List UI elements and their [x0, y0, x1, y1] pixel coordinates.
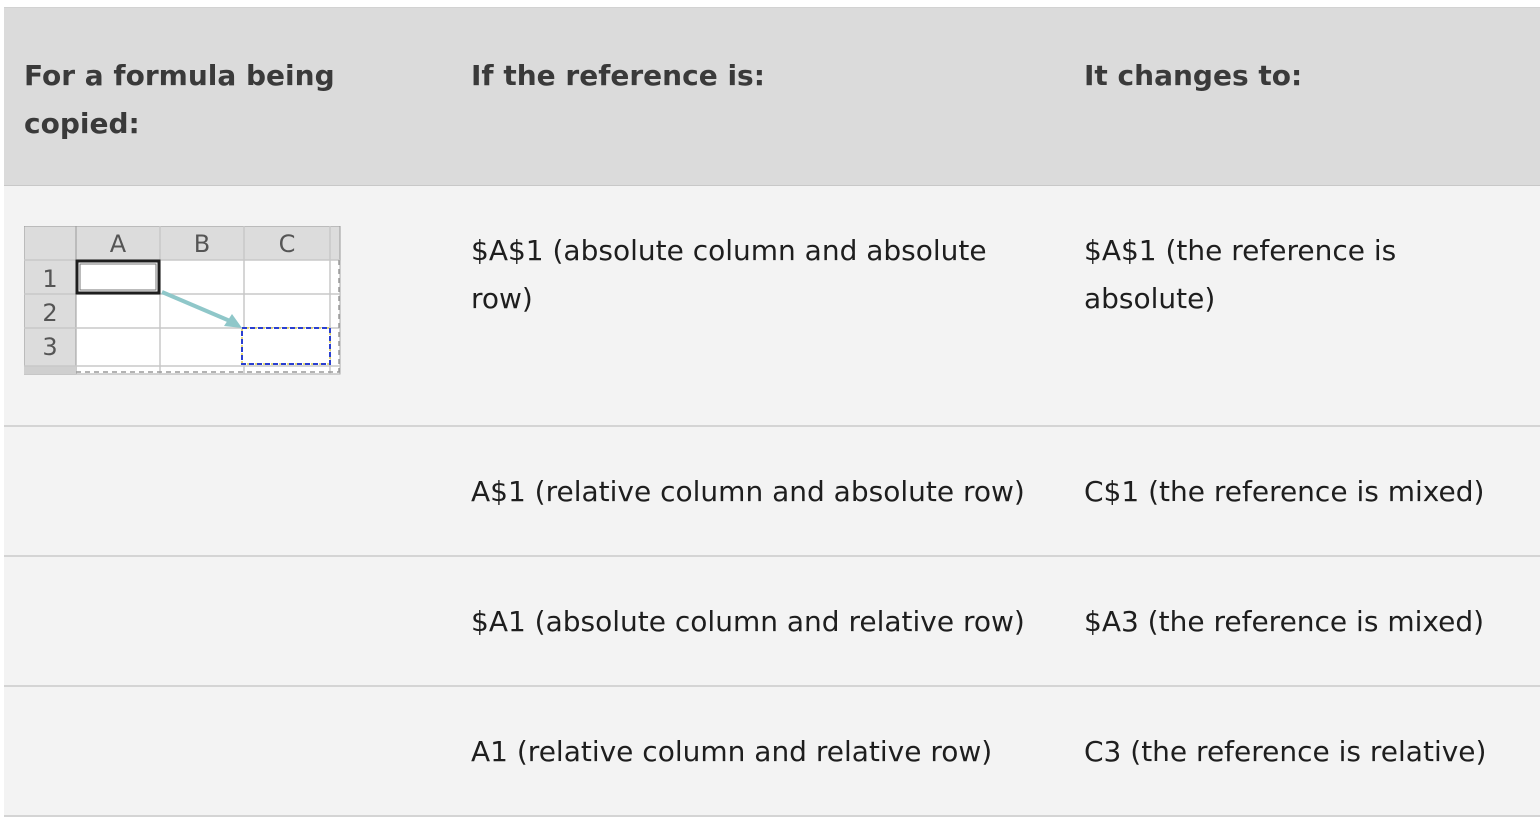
reference-cell: $A1 (absolute column and relative row) [471, 605, 1025, 638]
reference-table: For a formula being copied: If the refer… [4, 7, 1540, 817]
row-label-1: 1 [42, 265, 57, 293]
changes-cell: C$1 (the reference is mixed) [1084, 475, 1485, 508]
table-row: A B C 1 2 3 $A$1 (absolute column and ab… [4, 186, 1540, 427]
reference-cell: A1 (relative column and relative row) [471, 735, 993, 768]
column-label-a: A [110, 230, 127, 258]
spreadsheet-copy-illustration: A B C 1 2 3 [24, 226, 342, 376]
row-label-2: 2 [42, 299, 57, 327]
source-cell-a1 [75, 259, 161, 295]
reference-cell: $A$1 (absolute column and absolute row) [471, 234, 987, 315]
table-row: A1 (relative column and relative row) C3… [4, 687, 1540, 817]
column-label-c: C [279, 230, 296, 258]
header-reference: If the reference is: [471, 59, 765, 92]
table-row: A$1 (relative column and absolute row) C… [4, 427, 1540, 557]
changes-cell: $A$1 (the reference is absolute) [1084, 234, 1397, 315]
spreadsheet-grid-image: A B C 1 2 3 [24, 226, 341, 375]
column-label-b: B [194, 230, 210, 258]
changes-cell: $A3 (the reference is mixed) [1084, 605, 1485, 638]
target-cell-c3 [241, 327, 331, 365]
header-changes: It changes to: [1084, 59, 1303, 92]
header-formula: For a formula being copied: [24, 59, 335, 140]
copy-arrow-head [224, 314, 242, 328]
copy-arrow [161, 290, 231, 323]
table-header-row: For a formula being copied: If the refer… [4, 8, 1540, 186]
table-row: $A1 (absolute column and relative row) $… [4, 557, 1540, 687]
changes-cell: C3 (the reference is relative) [1084, 735, 1487, 768]
row-label-3: 3 [42, 333, 57, 361]
reference-cell: A$1 (relative column and absolute row) [471, 475, 1025, 508]
